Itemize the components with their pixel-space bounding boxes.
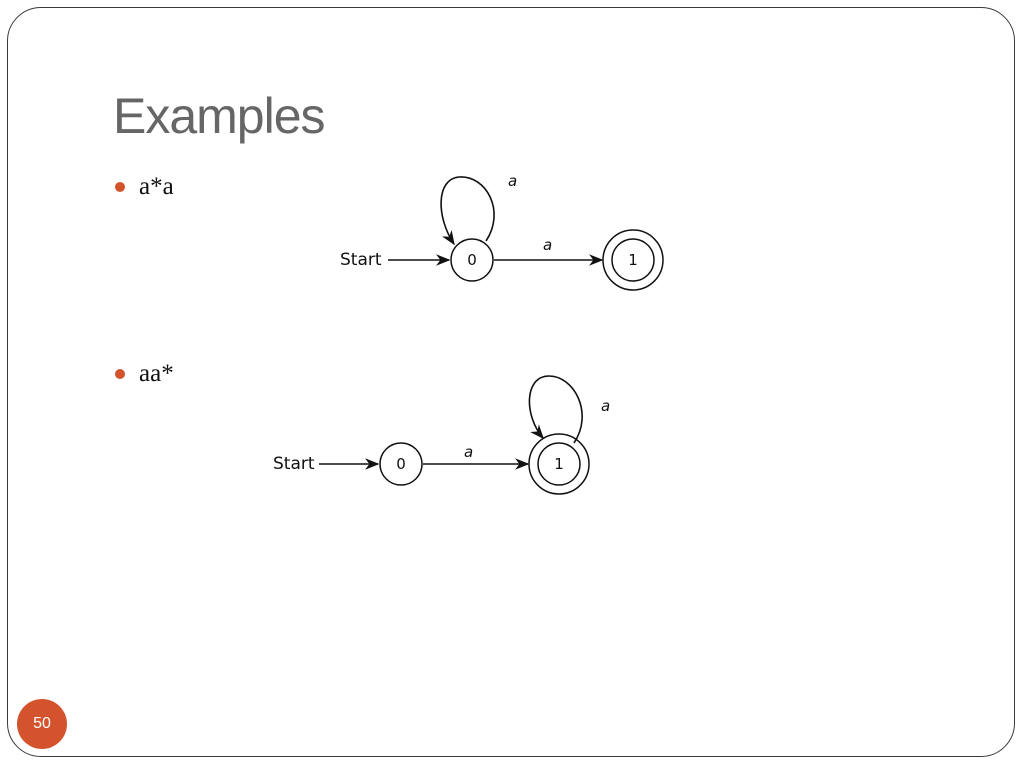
- automaton-diagram-1: Start 0 a a 1: [340, 172, 664, 291]
- bullet-item-2: aa*: [115, 360, 174, 388]
- expression-label: aa*: [139, 360, 174, 387]
- state-1-label: 1: [554, 455, 564, 473]
- self-loop-arrow: [440, 176, 495, 246]
- expression-label: a*a: [139, 173, 174, 200]
- state-0-label: 0: [396, 455, 406, 473]
- self-loop-arrow: [528, 375, 583, 444]
- state-1: [537, 442, 581, 486]
- state-0: [450, 238, 494, 282]
- loop-label: a: [601, 397, 610, 415]
- state-1: [611, 238, 655, 282]
- automaton-diagram-2: Start 0 a 1 a: [273, 375, 610, 495]
- state-1-label: 1: [628, 251, 638, 269]
- transition-label: a: [543, 236, 552, 254]
- start-label: Start: [273, 454, 315, 474]
- transition-label: a: [464, 443, 473, 461]
- state-0-label: 0: [467, 251, 477, 269]
- bullet-dot: [115, 182, 125, 192]
- slide-title: Examples: [113, 88, 326, 144]
- slide-frame: [7, 7, 1015, 757]
- start-label: Start: [340, 250, 382, 270]
- state-0: [379, 442, 423, 486]
- bullet-dot: [115, 369, 125, 379]
- page-number-badge: 50: [17, 699, 67, 749]
- loop-label: a: [508, 172, 517, 190]
- bullet-item-1: a*a: [115, 173, 174, 201]
